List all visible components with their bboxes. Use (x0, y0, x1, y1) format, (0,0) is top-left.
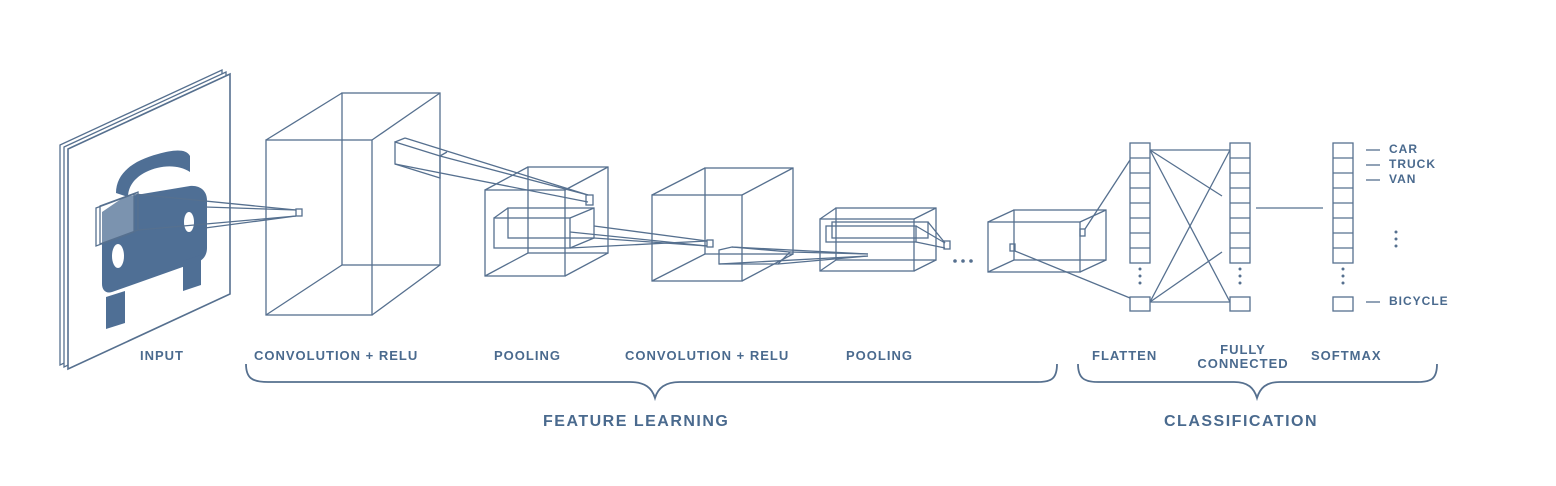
label-feature-learning: FEATURE LEARNING (543, 413, 730, 430)
pool2-volume (819, 207, 951, 272)
input-to-conv1-lines (133, 193, 303, 231)
ellipsis-icon (953, 259, 973, 263)
feature-learning-brace (245, 363, 1058, 402)
flatten-to-fc-connections (1149, 149, 1231, 303)
car-icon (95, 150, 207, 329)
label-input: INPUT (140, 348, 184, 363)
flatten-ellipsis-icon (1138, 267, 1142, 285)
label-fully-connected-line2: CONNECTED (1197, 356, 1289, 371)
pool1-volume (484, 166, 714, 277)
class-label: VAN (1389, 172, 1417, 186)
softmax-ellipsis-icon (1341, 267, 1345, 285)
fully-connected-column (1229, 142, 1251, 312)
conv2-volume (651, 167, 869, 282)
fc-ellipsis-icon (1238, 267, 1242, 285)
class-output-ticks (1366, 149, 1380, 303)
class-label: CAR (1389, 142, 1418, 156)
label-conv2: CONVOLUTION + RELU (625, 348, 790, 363)
class-label: BICYCLE (1389, 294, 1449, 308)
label-pool1: POOLING (494, 348, 561, 363)
class-ellipsis-icon (1394, 230, 1398, 248)
classification-brace (1077, 363, 1438, 402)
class-label: TRUCK (1389, 157, 1436, 171)
flatten-column (1129, 142, 1151, 312)
conv1-volume (265, 92, 589, 316)
label-conv1: CONVOLUTION + RELU (254, 348, 419, 363)
label-classification: CLASSIFICATION (1164, 413, 1319, 430)
label-softmax: SOFTMAX (1311, 348, 1382, 363)
label-flatten: FLATTEN (1092, 348, 1158, 363)
label-pool2: POOLING (846, 348, 913, 363)
softmax-column (1332, 142, 1354, 312)
final-feature-map (987, 159, 1131, 299)
label-fully-connected-line1: FULLY (1220, 342, 1266, 357)
label-fully-connected: FULLY CONNECTED (1190, 343, 1296, 371)
